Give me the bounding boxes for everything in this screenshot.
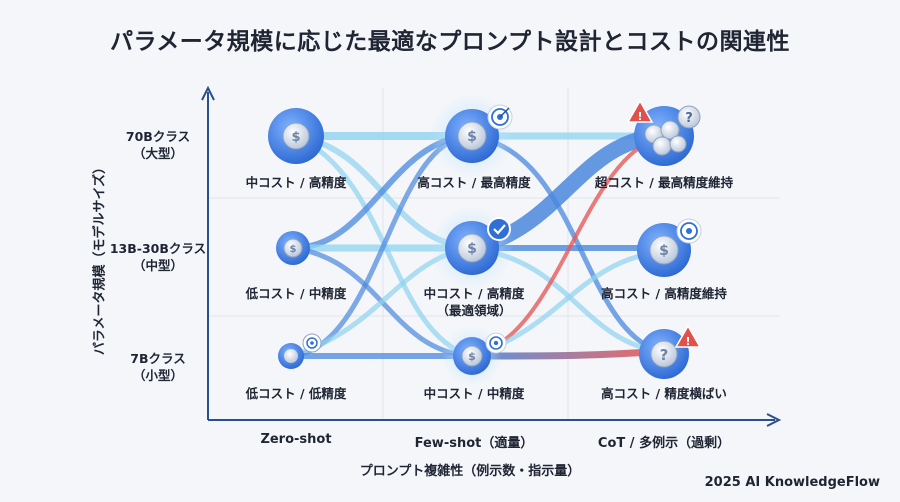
question-coin-icon: ? [650,340,678,368]
target-icon [485,332,507,354]
svg-text:$: $ [467,129,477,145]
cell-label-cot-mid: 高コスト / 高精度維持 [601,286,727,301]
y-category-mid: 13B-30Bクラス （中型） [109,241,207,273]
node-zero-large: $ [268,108,324,164]
svg-text:!: ! [685,335,690,348]
page-title: パラメータ規模に応じた最適なプロンプト設計とコストの関連性 [109,29,791,55]
question-coin-icon: ? [677,105,701,129]
svg-text:$: $ [291,130,300,145]
coin-dollar-icon: $ [649,235,679,265]
y-category-small: 7Bクラス （小型） [130,351,186,383]
svg-text:?: ? [685,111,693,126]
node-few-small: $ [442,326,507,386]
credit-text: 2025 AI KnowledgeFlow [704,475,880,490]
coin-stack-icon [644,120,687,156]
coin-dollar-icon: $ [457,121,487,151]
x-category-few-shot: Few-shot（適量） [414,436,534,451]
cell-label-few-small: 中コスト / 中精度 [423,386,525,401]
coin-dollar-icon: $ [282,122,310,150]
x-axis-title: プロンプト複雑性（例示数・指示量） [359,464,581,479]
target-icon [302,333,322,353]
node-few-large: $ [430,94,514,178]
coin-dollar-icon: $ [457,233,487,263]
svg-text:$: $ [290,244,297,255]
node-cot-large: ! ? [626,99,701,166]
cell-label-zero-mid: 低コスト / 中精度 [245,286,347,301]
target-icon [487,104,513,130]
y-axis-title: パラメータ規模（モデルサイズ） [92,160,108,356]
target-icon [676,218,702,244]
check-badge-icon [487,217,511,241]
svg-text:$: $ [659,243,669,259]
x-category-zero-shot: Zero-shot [260,432,332,447]
svg-text:$: $ [467,241,477,257]
cell-label-zero-large: 中コスト / 高精度 [245,175,347,190]
node-zero-mid: $ [276,231,310,265]
cell-label-cot-large: 超コスト / 最高精度維持 [594,175,734,190]
cell-label-few-mid: 中コスト / 高精度 （最適領域） [423,286,525,318]
node-cot-small: ? ! [639,324,702,379]
cell-label-cot-small: 高コスト / 精度横ばい [601,386,727,401]
cell-label-zero-small: 低コスト / 低精度 [245,386,347,401]
node-zero-small [278,333,322,369]
x-category-cot: CoT / 多例示（過剰） [597,436,731,451]
warning-icon: ! [674,324,702,348]
axes [201,85,782,427]
svg-text:!: ! [637,110,642,123]
node-cot-mid: $ [637,218,702,277]
coin-dollar-icon: $ [283,238,303,258]
svg-text:$: $ [468,350,476,363]
coin-dollar-icon: $ [461,345,483,367]
cell-label-few-large: 高コスト / 最高精度 [417,175,531,190]
node-few-mid: $ [430,206,514,290]
svg-text:?: ? [660,346,669,364]
warning-icon: ! [626,99,654,123]
y-category-large: 70Bクラス （大型） [125,129,191,161]
